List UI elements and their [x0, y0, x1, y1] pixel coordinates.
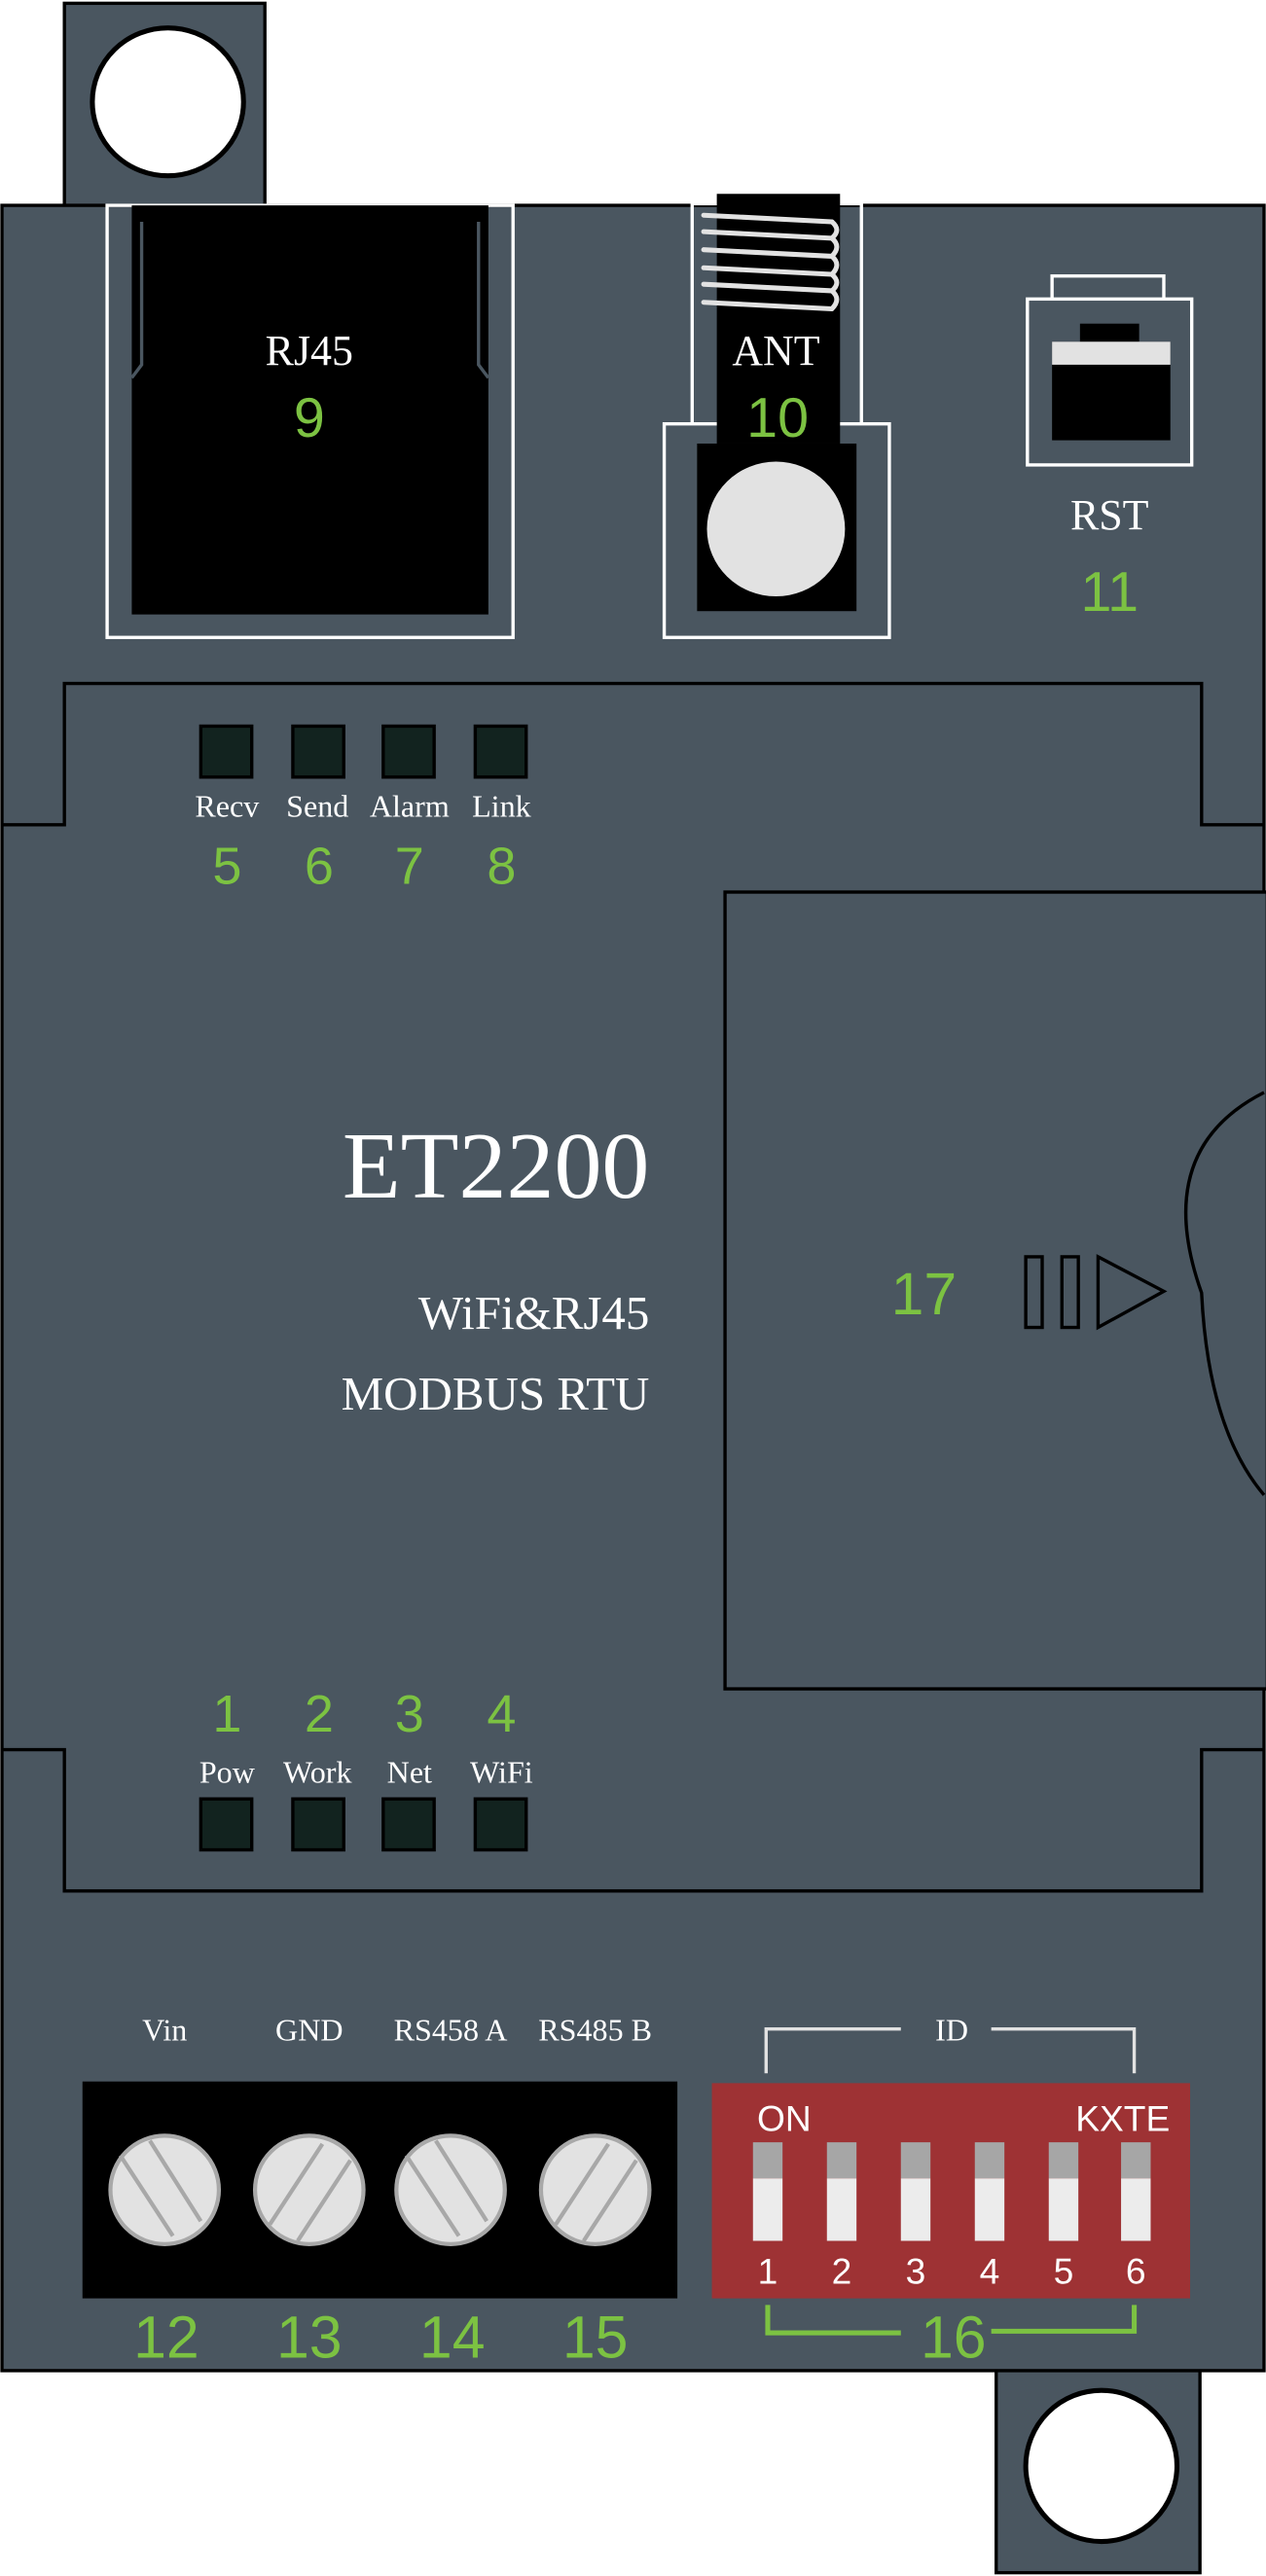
dip-switch-1[interactable] — [752, 2142, 783, 2241]
rj45-port[interactable]: RJ45 9 — [105, 203, 515, 639]
led-wifi — [473, 1797, 528, 1852]
rj45-label: RJ45 — [266, 328, 353, 375]
bottom-mounting-tab — [995, 2365, 1202, 2575]
callout-13: 13 — [276, 2304, 343, 2370]
switch-number: 1 — [758, 2250, 778, 2291]
callout-5: 5 — [212, 838, 241, 896]
switch-number: 6 — [1126, 2250, 1146, 2291]
switch-number: 5 — [1054, 2250, 1074, 2291]
terminal-label: RS458 A — [394, 2012, 508, 2047]
callout-4: 4 — [487, 1685, 516, 1743]
callout-7: 7 — [395, 838, 424, 896]
antenna-connector[interactable]: ANT 10 — [662, 194, 891, 639]
bottom-led-group: 1 2 3 4 Pow Work Net WiFi — [199, 1685, 533, 1852]
callout-6: 6 — [305, 838, 334, 896]
id-bracket — [764, 2026, 1137, 2074]
callout-17: 17 — [891, 1261, 958, 1327]
dip-switch-4[interactable] — [974, 2142, 1005, 2241]
screw-icon[interactable] — [108, 2133, 222, 2246]
callout-3: 3 — [395, 1685, 424, 1743]
dip-switch-2[interactable] — [826, 2142, 857, 2241]
dip-switch: ID ON KXTE 1 2 3 4 5 6 16 — [711, 2012, 1190, 2370]
callout-16: 16 — [921, 2304, 987, 2370]
top-panel-outline — [2, 681, 1264, 827]
mounting-hole — [90, 25, 246, 179]
screw-icon[interactable] — [394, 2133, 507, 2246]
terminal-label: GND — [275, 2012, 344, 2047]
top-mounting-tab — [62, 1, 267, 211]
led-alarm — [381, 724, 436, 779]
model-name: ET2200 — [343, 1114, 650, 1219]
callout-16-bracket — [765, 2305, 1138, 2336]
callout-15: 15 — [562, 2304, 629, 2370]
callout-2: 2 — [305, 1685, 334, 1743]
antenna-label: ANT — [732, 328, 819, 375]
led-label: Link — [472, 788, 532, 823]
led-label: Net — [387, 1754, 432, 1789]
led-net — [381, 1797, 436, 1852]
model-subtitle-1: WiFi&RJ45 — [418, 1286, 649, 1340]
dip-switch-5[interactable] — [1048, 2142, 1079, 2241]
screw-icon[interactable] — [252, 2133, 366, 2246]
callout-12: 12 — [133, 2304, 199, 2370]
on-label: ON — [757, 2097, 812, 2138]
led-work — [291, 1797, 345, 1852]
slide-arrow-icon — [1024, 1254, 1168, 1331]
led-label: Work — [283, 1754, 352, 1789]
reset-label: RST — [1070, 492, 1149, 539]
led-label: Recv — [195, 788, 260, 823]
terminal-label: Vin — [142, 2012, 187, 2047]
led-send — [291, 724, 345, 779]
callout-11: 11 — [1080, 561, 1139, 624]
antenna-socket — [706, 461, 846, 597]
led-label: Alarm — [370, 788, 450, 823]
id-label: ID — [935, 2012, 968, 2047]
dip-switch-6[interactable] — [1121, 2142, 1151, 2241]
switch-number: 4 — [980, 2250, 1000, 2291]
reset-button[interactable]: RST 11 — [1026, 274, 1194, 625]
mounting-hole — [1023, 2387, 1180, 2545]
screw-icon[interactable] — [538, 2133, 652, 2246]
antenna-coil-icon — [701, 212, 840, 312]
bottom-panel-outline — [2, 1747, 1264, 1893]
led-pow — [199, 1797, 254, 1852]
terminal-label: RS485 B — [538, 2012, 652, 2047]
led-recv — [199, 724, 254, 779]
callout-8: 8 — [487, 838, 516, 896]
led-link — [473, 724, 528, 779]
terminal-block: Vin GND RS458 A RS485 B 12 13 14 15 — [82, 2012, 678, 2370]
callout-9: 9 — [294, 387, 325, 449]
led-label: Pow — [199, 1754, 256, 1789]
led-label: WiFi — [470, 1754, 533, 1789]
callout-1: 1 — [212, 1685, 241, 1743]
brand-label: KXTE — [1075, 2097, 1170, 2138]
led-label: Send — [286, 788, 348, 823]
switch-number: 3 — [906, 2250, 926, 2291]
callout-10: 10 — [746, 387, 809, 449]
top-led-group: Recv Send Alarm Link 5 6 7 8 — [195, 724, 532, 896]
callout-14: 14 — [419, 2304, 486, 2370]
switch-number: 2 — [832, 2250, 852, 2291]
model-subtitle-2: MODBUS RTU — [342, 1367, 650, 1420]
card-slot[interactable]: 17 — [723, 890, 1266, 1691]
dip-switch-3[interactable] — [900, 2142, 931, 2241]
